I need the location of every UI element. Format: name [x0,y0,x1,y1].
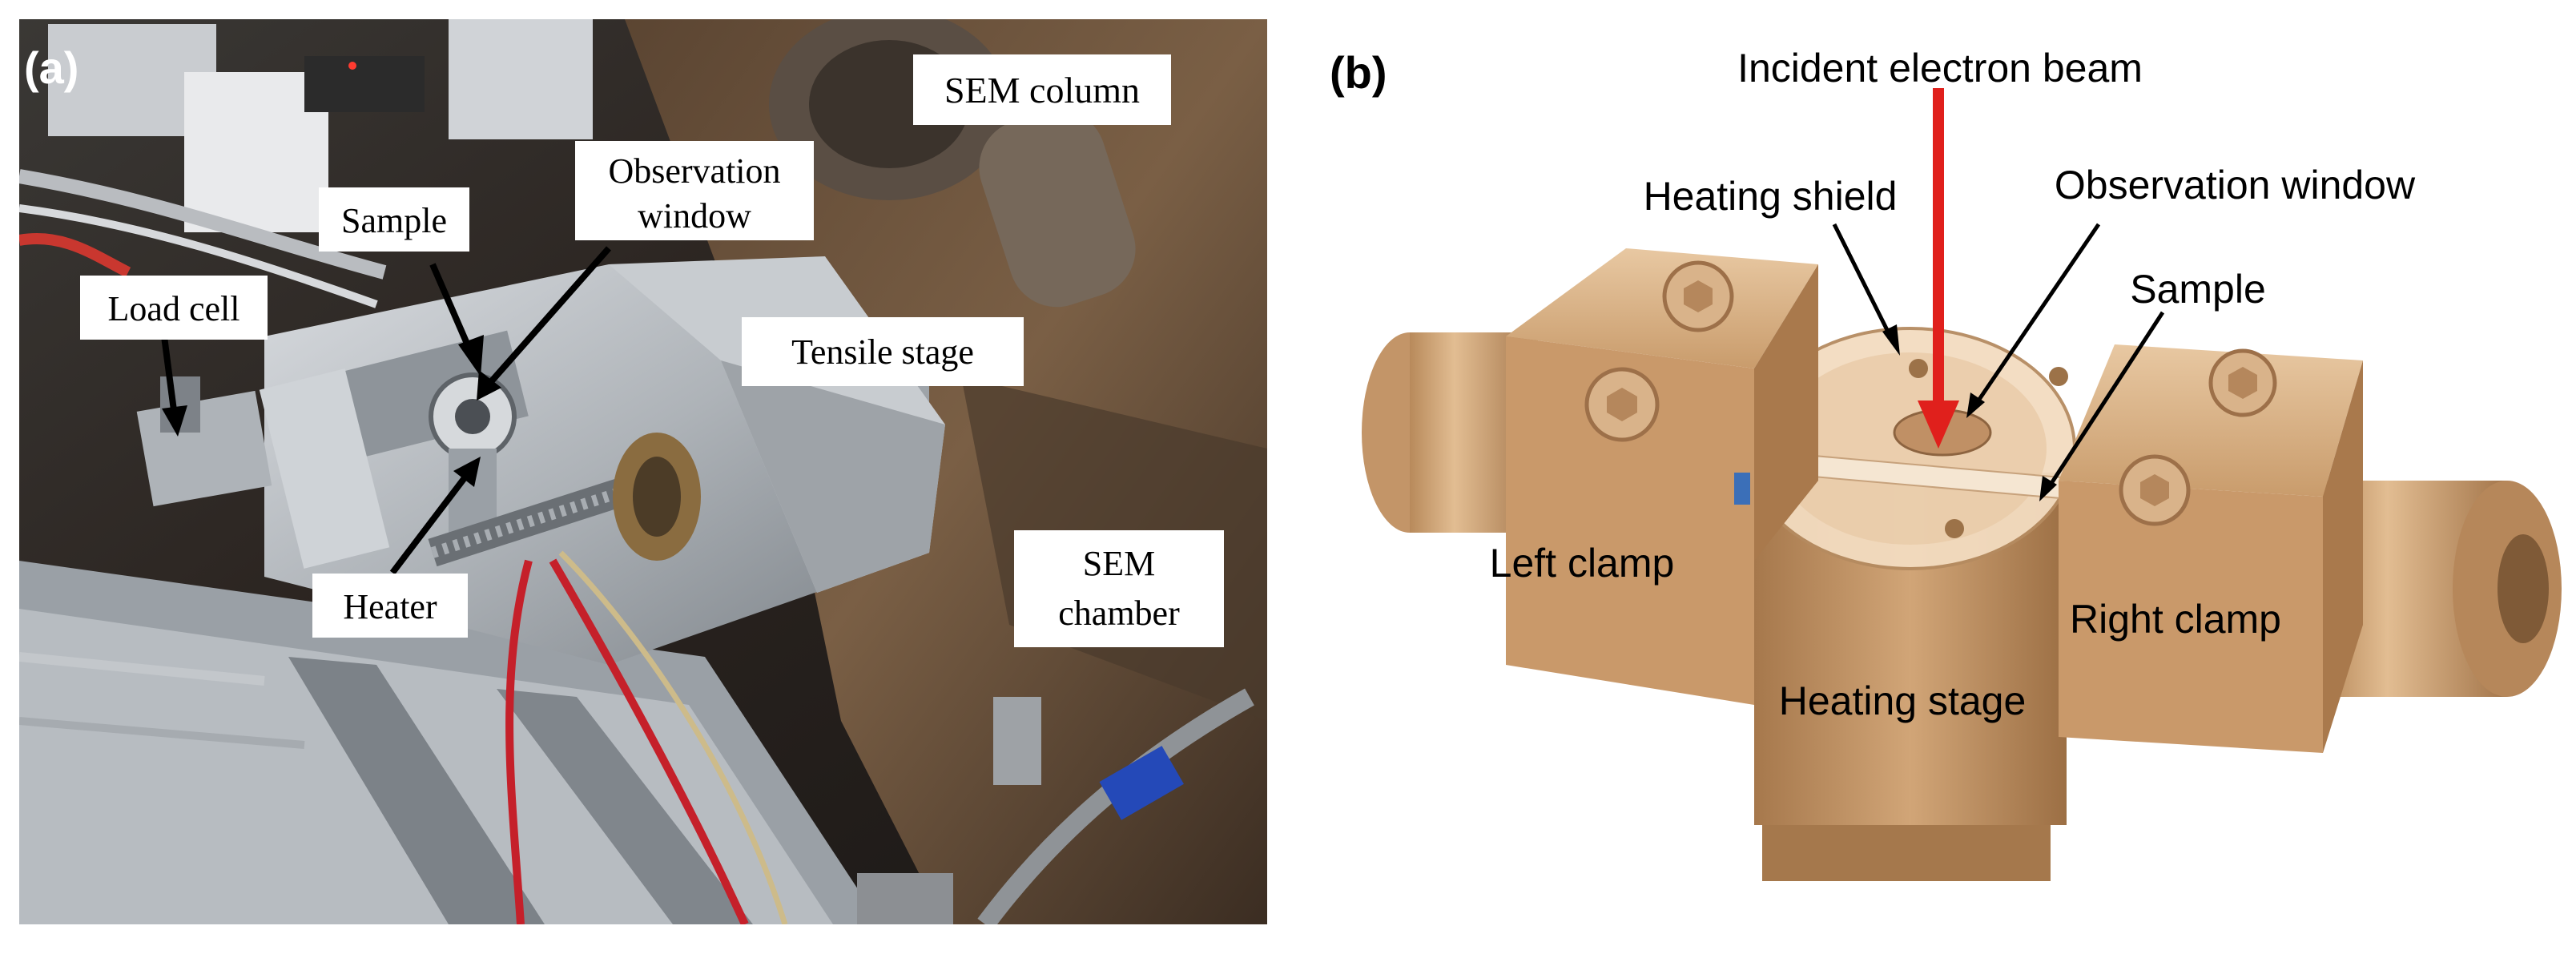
left-clamp-side [1506,336,1754,705]
sem-chamber-label-line2: chamber [1058,594,1180,633]
heating-stage-body [1754,473,2067,825]
panel-b-arrows [1832,223,2165,486]
heater-box [312,574,468,638]
sem-chamber-label-line1: SEM [1083,544,1155,583]
sem-column-label: SEM column [944,70,1140,111]
sample-arrowhead [458,335,484,376]
right-clamp-top [2059,344,2363,497]
panel-a-callouts: SEM column Observation window Sample Loa… [80,54,1224,647]
sample-arrowhead-b [2039,476,2057,501]
sample-arrow [429,263,476,358]
observation-window-arrowhead [477,370,501,401]
observation-window-label-line1: Observation [608,151,780,191]
right-clamp-label: Right clamp [2070,597,2281,642]
electron-beam-arrowhead [1918,401,1959,449]
panel-b-render [1362,88,2562,881]
observation-window-arrow [486,246,611,387]
sample-label-b: Sample [2130,267,2266,312]
load-cell-box [80,276,268,340]
heating-shield-label: Heating shield [1644,174,1898,219]
observation-window-label-line2: window [638,196,751,235]
observation-window-arrowhead-b [1966,392,1985,418]
sample-arrow-b [2048,311,2165,486]
sem-chamber-box [1014,530,1224,647]
sample-box [319,187,469,252]
heating-shield-arrowhead [1882,324,1900,356]
sem-column-box [913,54,1171,125]
observation-window-label-b: Observation window [2055,163,2416,207]
heater-arrowhead [453,457,481,487]
right-clamp-side [2059,481,2323,753]
panel-b-label: (b) [1330,47,1387,98]
panel-a-arrowheads [162,335,501,487]
incident-electron-beam-label: Incident electron beam [1737,46,2143,91]
panel-a-arrows [161,246,611,575]
load-cell-arrow [161,336,178,417]
heater-arrow [389,470,472,575]
panel-b-arrowheads [1882,324,2057,501]
panel-b-callouts: Incident electron beam Heating shield Ob… [1490,46,2416,723]
tensile-stage-box [742,317,1024,386]
electron-beam [1933,88,1944,417]
left-clamp-top [1506,248,1818,368]
heating-shield-arrow [1832,223,1893,338]
tensile-stage-label: Tensile stage [791,332,974,372]
load-cell-arrowhead [162,405,187,437]
load-cell-label: Load cell [108,289,240,328]
observation-window-arrow-b [1976,223,2101,402]
left-clamp-label: Left clamp [1490,541,1675,586]
heating-stage-label: Heating stage [1779,678,2027,723]
sample-label: Sample [341,201,447,240]
panel-a-label: (a) [24,42,78,93]
heater-label: Heater [343,587,437,626]
observation-window-box [575,141,814,240]
